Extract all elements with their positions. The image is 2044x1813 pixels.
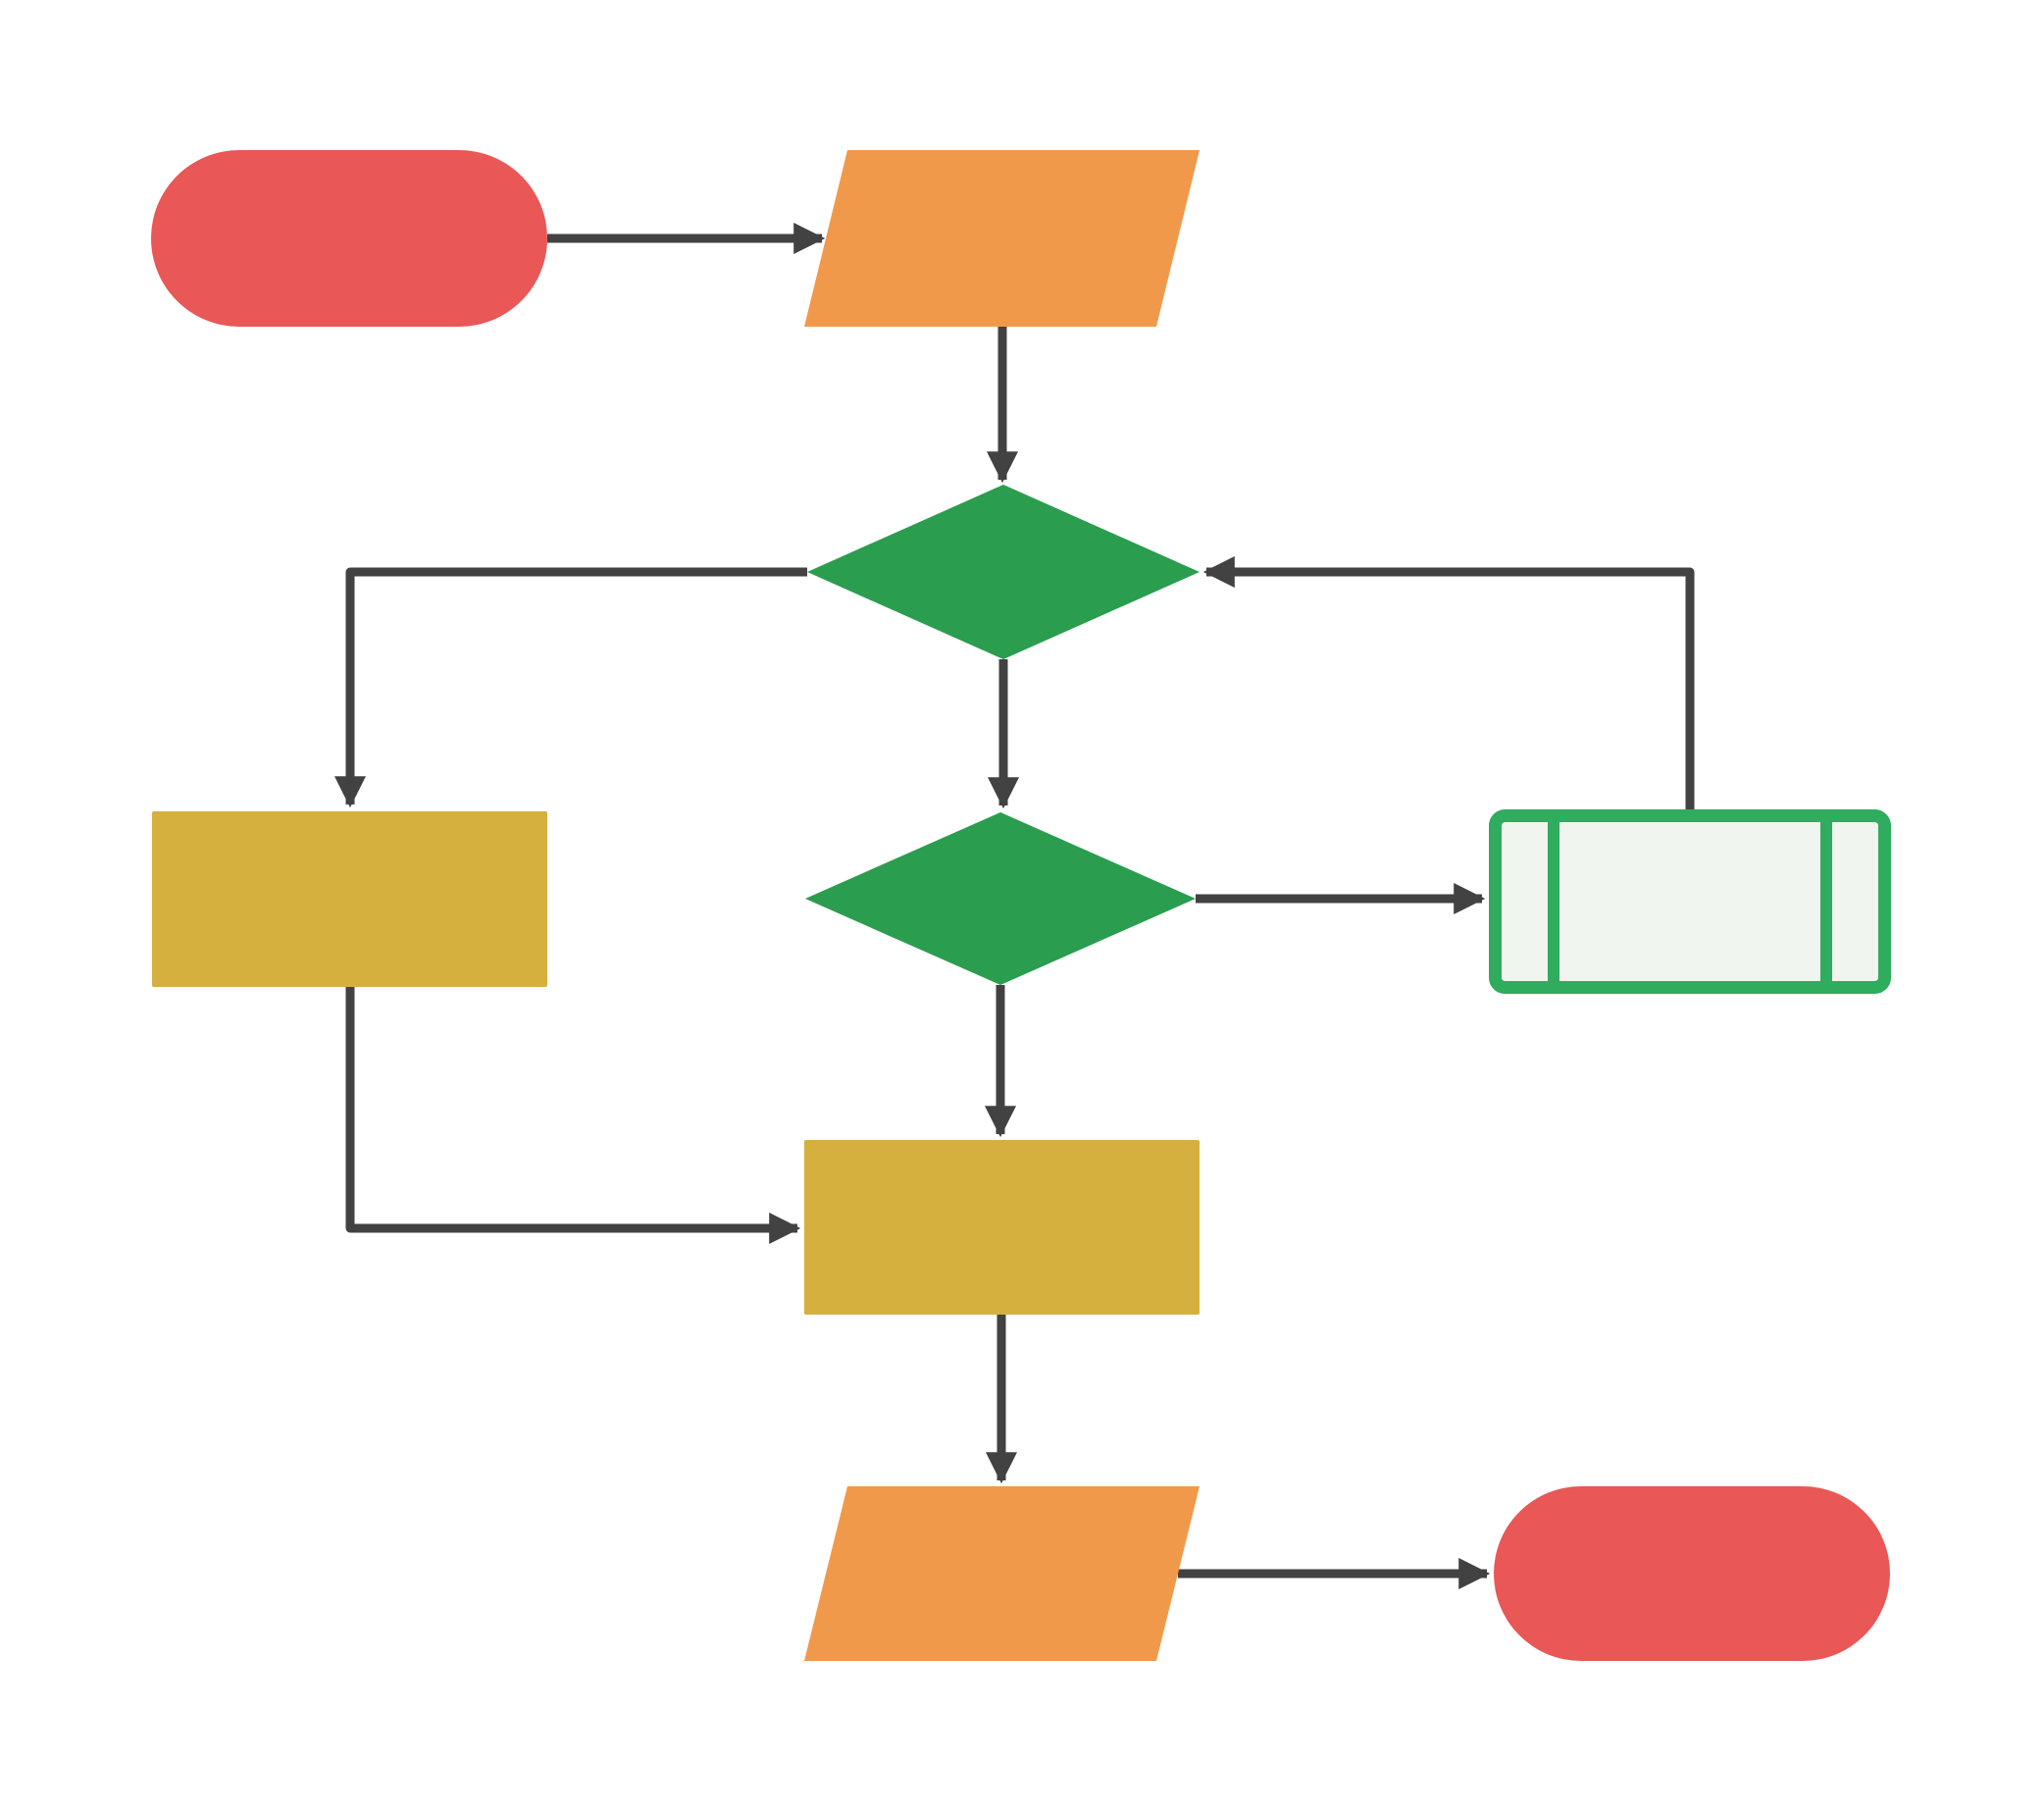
node-process-center	[804, 1140, 1200, 1315]
node-process-left	[152, 811, 547, 987]
node-decision-1	[807, 485, 1200, 659]
connector-predefined-to-decision-1	[1202, 555, 1695, 809]
node-predefined-process	[1489, 809, 1891, 994]
node-terminator-start	[151, 150, 547, 327]
node-io-top	[804, 150, 1200, 327]
node-decision-2	[805, 812, 1196, 985]
predefined-body	[1489, 809, 1891, 994]
connector-decision-1-to-process-left	[333, 567, 807, 808]
connector-process-left-to-process-center	[345, 987, 801, 1245]
node-terminator-end	[1494, 1486, 1890, 1661]
node-io-bottom	[804, 1486, 1200, 1661]
